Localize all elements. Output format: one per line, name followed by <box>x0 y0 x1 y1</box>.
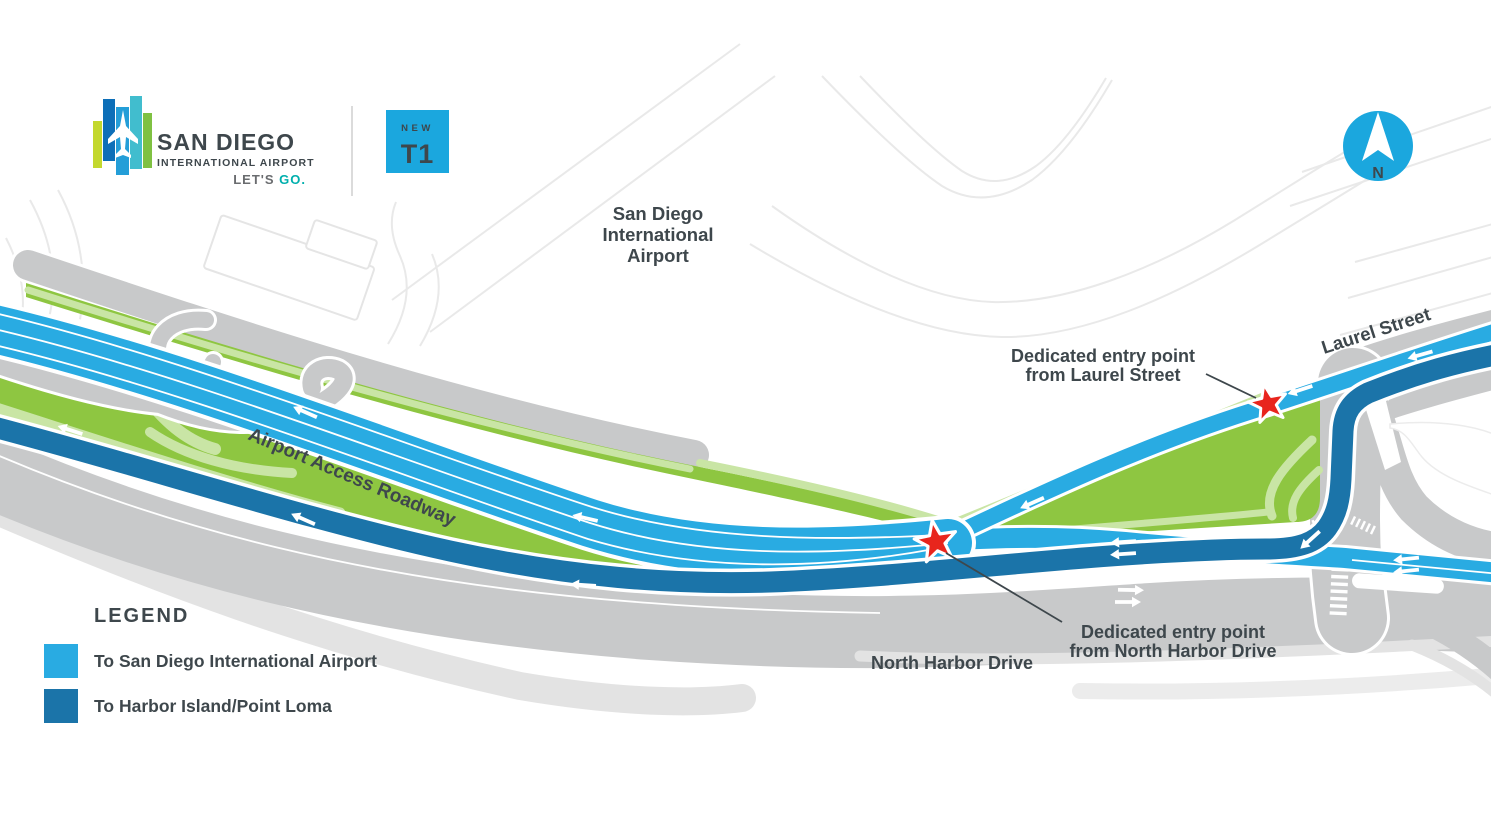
terminal-outline-lines <box>5 43 1491 347</box>
svg-text:NEW: NEW <box>401 123 434 134</box>
svg-text:International: International <box>602 224 713 245</box>
legend-swatch-airport <box>44 644 78 678</box>
laurel-annotation: Dedicated entry point <box>1011 346 1195 366</box>
annotation-leaders <box>945 373 1257 623</box>
san-diego-airport-logo: SAN DIEGO INTERNATIONAL AIRPORT LET'S GO… <box>93 96 353 196</box>
svg-text:from North Harbor Drive: from North Harbor Drive <box>1069 641 1276 661</box>
logo-subtitle: INTERNATIONAL AIRPORT <box>157 157 315 169</box>
legend-label-airport: To San Diego International Airport <box>94 651 377 671</box>
logo-icon <box>93 96 152 175</box>
legend-swatch-harbor <box>44 689 78 723</box>
airplane-icon <box>108 110 138 158</box>
new-t1-badge: NEW T1 <box>386 110 449 173</box>
channel-island <box>1363 397 1401 470</box>
svg-text:N: N <box>1372 165 1384 182</box>
legend: LEGEND To San Diego International Airpor… <box>44 605 377 723</box>
corner-white-area <box>1389 421 1491 495</box>
svg-text:Airport: Airport <box>627 245 689 266</box>
north-compass-icon: N <box>1343 111 1413 182</box>
logo-tagline: LET'S GO. <box>233 172 306 187</box>
roads-gray <box>0 214 1491 701</box>
north-harbor-drive-label: North Harbor Drive <box>871 653 1033 673</box>
harbor-annotation: Dedicated entry point <box>1081 622 1265 642</box>
legend-title: LEGEND <box>94 605 189 627</box>
terminal-building-outline <box>203 214 378 321</box>
svg-text:from Laurel Street: from Laurel Street <box>1025 365 1180 385</box>
svg-text:T1: T1 <box>401 139 435 169</box>
legend-label-harbor: To Harbor Island/Point Loma <box>94 696 332 716</box>
airport-name-label: San Diego <box>613 203 703 224</box>
logo-title: SAN DIEGO <box>157 129 295 155</box>
